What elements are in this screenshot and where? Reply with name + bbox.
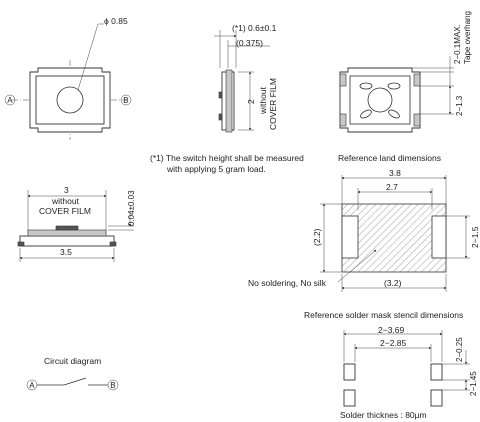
terminal-b-marker xyxy=(120,94,132,106)
land-title: Reference land dimensions xyxy=(338,153,441,163)
side-actuator xyxy=(225,69,233,133)
stencil-pad-tl xyxy=(343,363,356,381)
note-line-1: (*1) The switch height shall be measured xyxy=(150,153,304,163)
stencil-pad-tr xyxy=(430,363,443,381)
stencil-pad-bl xyxy=(343,389,356,407)
no-solder-label: No soldering, No silk xyxy=(248,278,327,288)
land-pad-left xyxy=(341,215,359,259)
front-actuator xyxy=(55,225,79,231)
front-cover-film-label: COVER FILM xyxy=(39,206,91,216)
note-line-2: with applying 5 gram load. xyxy=(166,164,266,174)
terminal-a-label: A xyxy=(7,96,13,105)
top-view: ϕ 0.85 A B xyxy=(4,16,132,140)
side-height-label: (*1) 0.6±0.1 xyxy=(232,23,277,33)
stencil-dimensions: Reference solder mask stencil dimensions… xyxy=(304,310,478,420)
switch-contact xyxy=(63,377,87,386)
switch-cover xyxy=(35,75,105,125)
side-view: (*1) 0.6±0.1 (0.375) 2 without COVER FIL… xyxy=(214,23,278,133)
stencil-thickness-label: Solder thicknes : 80μm xyxy=(340,410,427,420)
land-inner-label: 2.7 xyxy=(386,182,398,192)
side-film-label: (0.375) xyxy=(236,38,263,48)
land-bottom-label: (3.2) xyxy=(384,278,402,288)
circuit-diagram: Circuit diagram A B xyxy=(26,356,119,391)
bottom-view: 2−0.1MAX. Tape overhang 2−1.3 xyxy=(339,11,472,133)
circuit-terminal-a-label: A xyxy=(29,381,35,390)
no-solder-leader xyxy=(337,249,377,283)
stencil-outer-label: 2−3.69 xyxy=(378,325,405,335)
bottom-body-outline xyxy=(339,67,421,133)
front-width-label: 3 xyxy=(64,185,69,195)
front-view: 3 without COVER FILM 0.04±0.03 3.5 xyxy=(17,185,136,262)
terminal-a-marker xyxy=(4,94,16,106)
stencil-pad-w-label: 2−0.25 xyxy=(455,337,464,362)
side-without-label: without xyxy=(258,86,268,115)
height-note: (*1) The switch height shall be measured… xyxy=(150,153,304,174)
stencil-pad-br xyxy=(430,389,443,407)
front-without-label: without xyxy=(51,196,80,206)
circuit-title: Circuit diagram xyxy=(44,356,101,366)
terminal-b-label: B xyxy=(123,96,128,105)
front-body xyxy=(19,235,115,247)
land-height-label: (2.2) xyxy=(312,228,322,246)
stencil-pad-h-label: 2−1.45 xyxy=(469,371,478,396)
overhang-text: Tape overhang xyxy=(463,11,472,64)
actuator-circle xyxy=(56,86,84,114)
stencil-inner-label: 2−2.85 xyxy=(380,338,407,348)
diameter-label: ϕ 0.85 xyxy=(104,16,128,26)
land-hatch-area xyxy=(341,203,447,273)
front-cover-film xyxy=(27,229,107,237)
land-outer-label: 3.8 xyxy=(389,168,401,178)
stencil-title: Reference solder mask stencil dimensions xyxy=(304,310,463,320)
front-film-label: 0.04±0.03 xyxy=(127,190,136,226)
circuit-terminal-b-label: B xyxy=(110,381,115,390)
front-total-label: 3.5 xyxy=(60,247,72,257)
pitch-label: 2−1.3 xyxy=(455,95,464,116)
side-width-label: 2 xyxy=(246,99,256,104)
circuit-terminal-b xyxy=(107,379,119,391)
diameter-leader xyxy=(77,23,99,91)
land-dimensions: Reference land dimensions 3.8 2.7 (2.2) … xyxy=(248,153,480,292)
overhang-label: 2−0.1MAX. xyxy=(453,24,462,64)
land-pad-label: 2−1.5 xyxy=(470,226,480,248)
side-cover-film-label: COVER FILM xyxy=(268,78,278,130)
land-pad-right xyxy=(431,215,447,259)
